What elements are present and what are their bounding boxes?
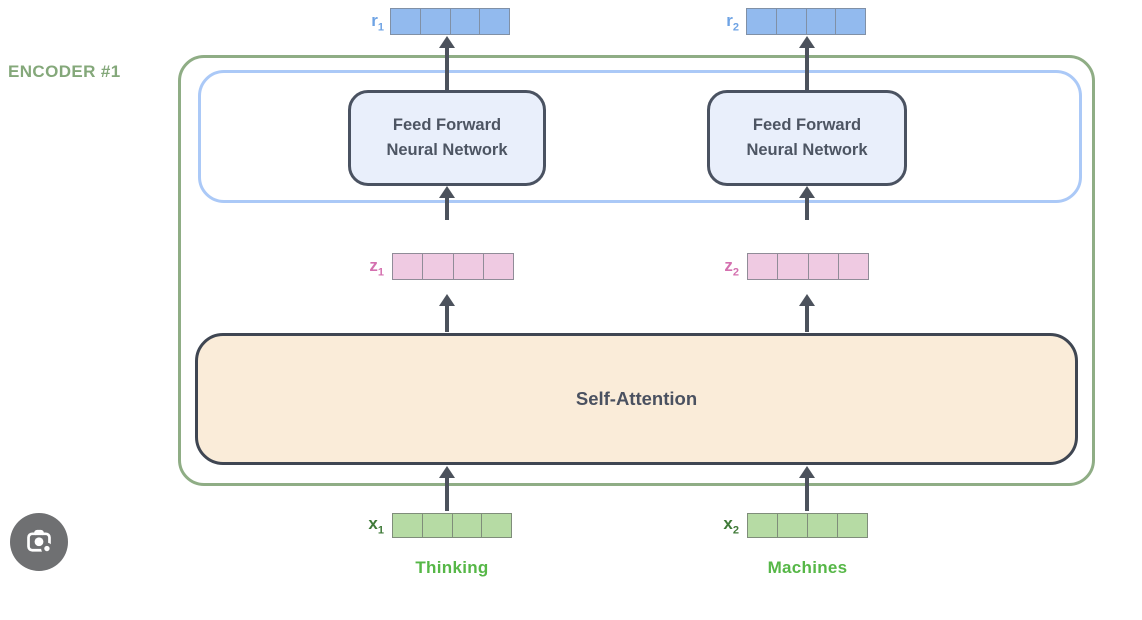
arrow-ffnn1-to-r1 [439, 36, 455, 90]
feed-forward-box-2: Feed Forward Neural Network [707, 90, 907, 186]
z1-label: z1 [369, 256, 384, 279]
z2-label: z2 [724, 256, 739, 279]
arrow-z1-to-ffnn1 [439, 186, 455, 220]
feed-forward-layer-box [198, 70, 1082, 203]
arrow-head-icon [799, 294, 815, 306]
vector-cell [805, 9, 836, 34]
google-lens-button[interactable] [10, 513, 68, 571]
vector-cell [748, 254, 777, 279]
x1-vector [392, 513, 512, 538]
vector-cell [747, 9, 776, 34]
vector-cell [807, 514, 837, 537]
vector-cell [777, 514, 807, 537]
arrow-ffnn2-to-r2 [799, 36, 815, 90]
vector-cell [837, 254, 868, 279]
arrow-x2-to-selfattention [799, 466, 815, 511]
r1-vector [390, 8, 510, 35]
feed-forward-box-1: Feed Forward Neural Network [348, 90, 546, 186]
vector-cell [391, 9, 420, 34]
x1-label: x1 [368, 514, 384, 537]
vector-cell [777, 254, 807, 279]
google-lens-icon [22, 525, 56, 559]
arrow-head-icon [439, 294, 455, 306]
vector-cell [479, 9, 509, 34]
x2-label: x2 [723, 514, 739, 537]
r2-vector [746, 8, 866, 35]
arrow-selfattention-to-z2 [799, 294, 815, 332]
vector-cell [748, 514, 777, 537]
encoder-outer-box [178, 55, 1095, 486]
self-attention-box: Self-Attention [195, 333, 1078, 465]
arrow-head-icon [439, 466, 455, 478]
vector-cell [835, 9, 865, 34]
vector-cell [449, 9, 480, 34]
arrow-head-icon [439, 186, 455, 198]
arrow-head-icon [439, 36, 455, 48]
self-attention-label: Self-Attention [575, 388, 698, 409]
vector-cell [837, 514, 867, 537]
vector-cell [419, 9, 450, 34]
vector-cell [393, 254, 422, 279]
ffnn1-line1: Feed Forward [392, 116, 502, 135]
r1-label: r1 [371, 11, 384, 34]
arrow-head-icon [799, 466, 815, 478]
r2-label: r2 [726, 11, 739, 34]
token-thinking: Thinking [415, 558, 489, 577]
vector-cell [422, 254, 452, 279]
arrow-selfattention-to-z1 [439, 294, 455, 332]
ffnn2-line1: Feed Forward [752, 116, 862, 135]
vector-cell [775, 9, 806, 34]
x2-vector [747, 513, 868, 538]
ffnn2-line2: Neural Network [746, 141, 868, 159]
vector-cell [482, 254, 513, 279]
arrow-head-icon [799, 36, 815, 48]
vector-cell [807, 254, 838, 279]
arrow-x1-to-selfattention [439, 466, 455, 511]
vector-cell [481, 514, 511, 537]
ffnn1-line2: Neural Network [386, 141, 508, 159]
arrow-head-icon [799, 186, 815, 198]
vector-cell [421, 514, 452, 537]
vector-cell [451, 514, 482, 537]
vector-cell [452, 254, 483, 279]
vector-cell [393, 514, 422, 537]
z2-vector [747, 253, 869, 280]
token-machines: Machines [767, 558, 848, 577]
encoder-title: ENCODER #1 [8, 62, 121, 81]
z1-vector [392, 253, 514, 280]
arrow-z2-to-ffnn2 [799, 186, 815, 220]
